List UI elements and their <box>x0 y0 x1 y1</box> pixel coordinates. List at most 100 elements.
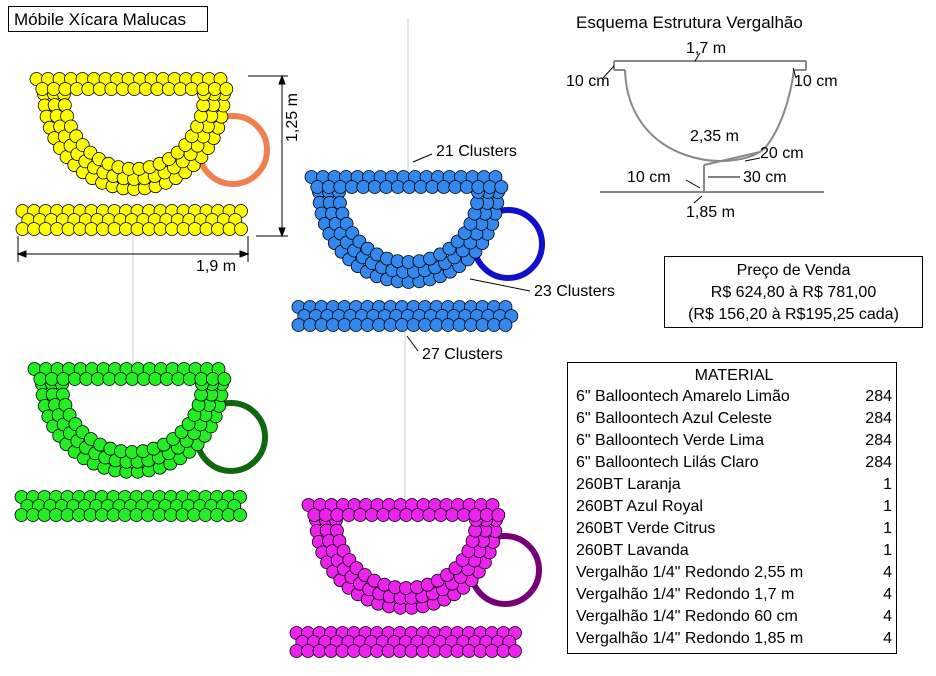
balloon <box>119 222 133 236</box>
balloon <box>436 180 451 194</box>
balloon <box>141 508 155 522</box>
balloon <box>324 644 338 658</box>
balloon <box>289 644 304 658</box>
schema-right-hook-label: 10 cm <box>794 73 838 90</box>
balloon <box>439 644 453 658</box>
material-name: Vergalhão 1/4" Redondo 2,55 m <box>576 564 804 581</box>
balloon <box>404 644 419 658</box>
balloon <box>479 508 494 522</box>
balloon <box>27 222 41 236</box>
balloon <box>413 180 428 194</box>
balloon <box>360 318 375 332</box>
balloon <box>182 372 197 386</box>
balloon <box>475 318 490 332</box>
balloon <box>356 180 371 194</box>
balloon <box>107 222 122 236</box>
material-qty: 1 <box>883 542 892 559</box>
material-qty: 1 <box>883 476 892 493</box>
schema-left-hook-label: 10 cm <box>566 73 610 90</box>
balloon <box>175 508 190 522</box>
balloon <box>364 508 379 522</box>
material-qty: 4 <box>883 586 892 603</box>
material-name: Vergalhão 1/4" Redondo 60 cm <box>576 608 798 625</box>
balloon <box>390 180 405 194</box>
balloon <box>372 318 386 332</box>
balloon <box>399 508 414 522</box>
price-range: R$ 624,80 à R$ 781,00 <box>710 284 877 301</box>
balloon <box>370 644 384 658</box>
balloon <box>416 644 430 658</box>
material-qty: 284 <box>865 454 892 471</box>
balloon <box>491 508 506 522</box>
balloon <box>35 82 50 96</box>
balloon <box>60 508 75 522</box>
balloon <box>448 180 463 194</box>
balloon <box>130 222 145 236</box>
balloon <box>58 82 73 96</box>
balloon <box>196 82 211 96</box>
balloon <box>69 82 84 96</box>
balloon <box>349 318 363 332</box>
balloon <box>118 508 132 522</box>
balloon <box>321 180 336 194</box>
balloon <box>353 508 368 522</box>
balloon <box>433 508 448 522</box>
balloon <box>221 508 236 522</box>
balloon <box>387 508 402 522</box>
balloon <box>148 372 163 386</box>
balloon <box>33 372 48 386</box>
balloon <box>459 180 474 194</box>
balloon <box>73 222 87 236</box>
balloon <box>67 372 82 386</box>
balloon <box>473 644 488 658</box>
rebar-schema <box>600 60 824 193</box>
balloon <box>367 180 382 194</box>
height-label-wrap: 1,25 m <box>282 82 302 142</box>
price-box: Preço de Venda R$ 624,80 à R$ 781,00 (R$… <box>664 256 923 328</box>
balloon <box>464 318 478 332</box>
balloon <box>138 82 153 96</box>
cup-yellow <box>15 72 270 236</box>
leader-cup-clusters <box>469 278 531 292</box>
balloon <box>234 222 248 236</box>
balloon <box>129 508 144 522</box>
balloon <box>142 222 156 236</box>
price-title: Preço de Venda <box>736 262 851 279</box>
material-qty: 4 <box>883 630 892 647</box>
balloon <box>307 508 322 522</box>
material-name: 260BT Verde Citrus <box>576 520 716 537</box>
balloon <box>445 508 460 522</box>
balloon <box>26 508 40 522</box>
material-name: 6" Balloontech Amarelo Limão <box>576 388 790 405</box>
material-qty: 284 <box>865 432 892 449</box>
balloon <box>344 180 359 194</box>
balloon <box>402 180 417 194</box>
schema-leaders <box>602 52 797 204</box>
balloon <box>37 508 52 522</box>
balloon <box>219 82 234 96</box>
material-name: 260BT Azul Royal <box>576 498 703 515</box>
material-qty: 284 <box>865 410 892 427</box>
balloon <box>379 180 394 194</box>
balloon <box>310 180 325 194</box>
balloon <box>381 644 396 658</box>
balloon <box>95 508 109 522</box>
balloon <box>127 82 142 96</box>
balloon <box>314 318 329 332</box>
balloon <box>171 372 186 386</box>
balloon <box>487 318 501 332</box>
balloon <box>410 508 425 522</box>
top-clusters-label: 21 Clusters <box>436 143 517 160</box>
balloon <box>176 222 191 236</box>
balloon <box>14 508 29 522</box>
balloon <box>153 222 168 236</box>
balloon <box>217 372 232 386</box>
balloon <box>15 222 30 236</box>
balloon <box>152 508 167 522</box>
